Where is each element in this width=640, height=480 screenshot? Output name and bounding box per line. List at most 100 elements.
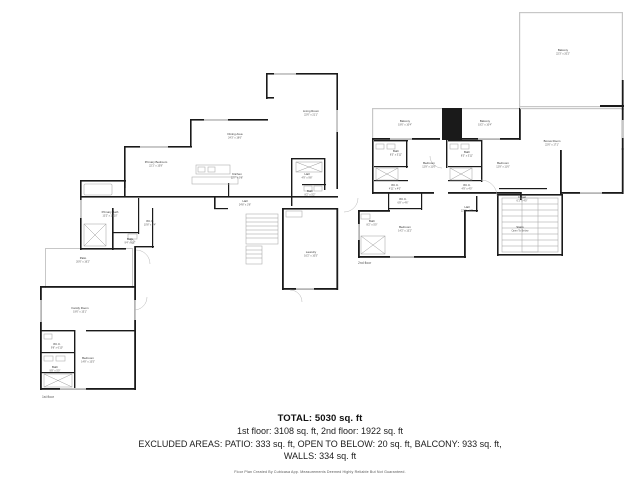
room-dimensions: 19'2" x 10'4"	[478, 123, 492, 126]
room-name: W.I.C.	[399, 197, 407, 201]
room-dimensions: 4'9" x 9'8"	[302, 176, 313, 179]
room-dimensions: 6'8" x 4'6"	[398, 201, 409, 204]
room-dimensions: 6'1" x 4'0"	[517, 199, 528, 202]
room-name: Kitchen	[232, 172, 242, 176]
room-balcony-large	[519, 12, 624, 108]
total-area-label: TOTAL: 5030 sq. ft	[277, 413, 363, 424]
second-floor-fixtures	[343, 143, 559, 255]
room-label: W.I.C.10'8" x 9'4"	[144, 219, 156, 226]
room-patio	[45, 248, 133, 288]
room-dimensions: 22'7" x 9'8"	[231, 176, 243, 179]
stairs-second-floor	[501, 197, 559, 253]
room-label: W.I.C.9'8" x 6'10"	[51, 342, 63, 349]
room-label: W.I.C.6'8" x 4'6"	[398, 197, 409, 204]
room-name: Bath	[307, 189, 313, 193]
room-name: Bath	[127, 237, 133, 241]
room-dimensions: 19'6" x 15'1"	[73, 310, 87, 313]
room-name: Bonus Room	[544, 139, 561, 143]
room-dimensions: 14'8" x 13'5"	[81, 360, 95, 363]
floor-plan-canvas: .w { fill:#1a1a1a; } .wl { fill:#c7c7c7;…	[40, 12, 624, 399]
second-floor-windows	[358, 120, 624, 258]
room-dimensions: 22'1" x 15'8"	[149, 164, 163, 167]
walls-area-label: WALLS: 334 sq. ft	[283, 451, 357, 461]
room-dimensions: 24'3" x 18'6"	[228, 136, 242, 139]
room-dimensions: 8'3" x 5'11"	[461, 154, 473, 157]
room-name: Bath	[464, 150, 470, 154]
room-name: Balcony	[400, 119, 411, 123]
room-name: Living Room	[303, 109, 320, 113]
room-dimensions: 8'2" x 5'2"	[305, 193, 316, 196]
room-dimensions: 9'4" x 5'1"	[125, 241, 136, 244]
room-dimensions: 12'8" x 11'6"	[422, 165, 436, 168]
area-summary: TOTAL: 5030 sq. ft 1st floor: 3108 sq. f…	[0, 412, 640, 475]
room-name: Bath	[52, 365, 58, 369]
room-dimensions: 8'2" x 5'0"	[367, 223, 378, 226]
second-floor-caption: 2nd floor	[358, 261, 372, 265]
room-name: W.I.C.	[391, 183, 399, 187]
room-dimensions: 9'8" x 6'10"	[51, 346, 63, 349]
room-name: Bedroom	[399, 225, 411, 229]
room-name: Stairs	[516, 225, 524, 229]
room-dimensions: 22'8" x 4'7"	[461, 209, 473, 212]
room-name: Bath	[369, 219, 375, 223]
room-label: W.I.C.4'11" x 4'0"	[389, 183, 401, 190]
room-dimensions: 4'9" x 4'0"	[462, 187, 473, 190]
room-name: Bath	[393, 149, 399, 153]
room-name: Laundry	[306, 250, 317, 254]
room-name: Closet	[518, 195, 526, 199]
room-name: Balcony	[480, 119, 491, 123]
room-name: Hall	[305, 172, 310, 176]
room-name: Hall	[465, 205, 470, 209]
room-name: Bedroom	[423, 161, 435, 165]
floor-breakdown-label: 1st floor: 3108 sq. ft, 2nd floor: 1922 …	[236, 426, 404, 436]
room-dimensions: 24'8" x 3'6"	[239, 203, 251, 206]
room-name: W.I.C.	[53, 342, 61, 346]
first-floor-fixtures	[43, 161, 323, 388]
room-name: W.I.C.	[463, 183, 471, 187]
room-name: Primary Bath	[102, 210, 119, 214]
room-label: W.I.C.4'9" x 4'0"	[462, 183, 473, 190]
room-dimensions: 9'8" x 5'0"	[50, 369, 61, 372]
room-dimensions: 16'2" x 10'5"	[304, 254, 318, 257]
room-dimensions: 14'2" x 13'2"	[398, 229, 412, 232]
room-dimensions: 13'2" x 10'10"	[102, 214, 117, 217]
room-name: W.I.C.	[146, 219, 154, 223]
room-name: Patio	[80, 256, 87, 260]
room-name: Bedroom	[82, 356, 94, 360]
room-dimensions: 20'6" x 16'2"	[76, 260, 90, 263]
room-name: Balcony	[558, 48, 569, 52]
stairs-first-floor	[245, 213, 279, 265]
room-dimensions: 22'6" x 21'1"	[304, 113, 318, 116]
room-dimensions: 10'8" x 9'4"	[144, 223, 156, 226]
room-dimensions: 12'8" x 11'6"	[496, 165, 510, 168]
room-dimensions: 4'11" x 4'0"	[389, 187, 401, 190]
room-dimensions: 22'6" x 17'1"	[545, 143, 559, 146]
excluded-areas-label: EXCLUDED AREAS: PATIO: 333 sq. ft, OPEN …	[138, 438, 502, 449]
